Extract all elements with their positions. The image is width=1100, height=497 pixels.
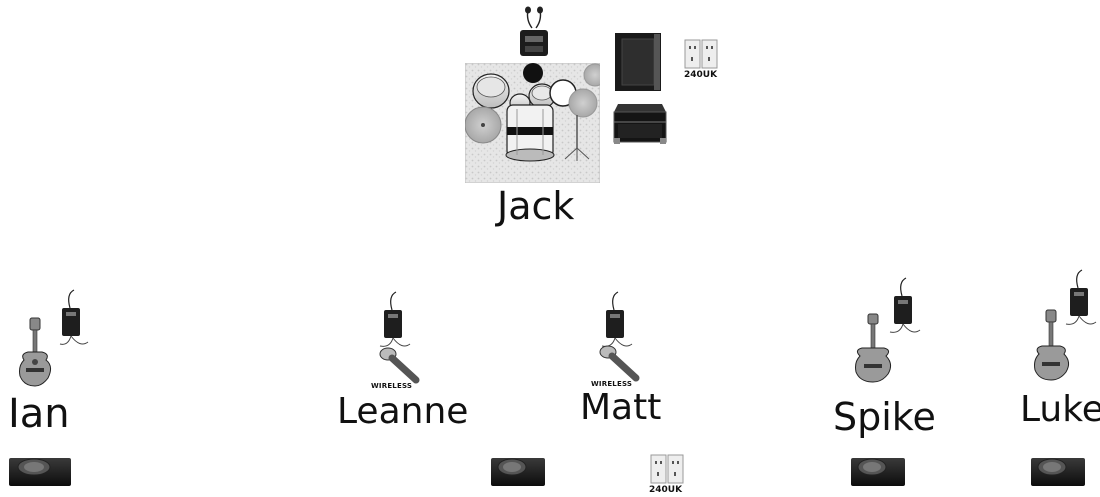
power-outlet-icon xyxy=(650,454,684,484)
wedge-monitor-icon xyxy=(9,458,71,486)
in-ear-monitor-icon xyxy=(520,6,548,56)
wedge-monitor-icon xyxy=(491,458,545,486)
bass-guitar-icon xyxy=(855,313,892,383)
bodypack-transmitter-icon xyxy=(379,291,411,347)
drummer-name: Jack xyxy=(497,184,575,228)
bodypack-transmitter-icon xyxy=(1065,269,1097,325)
bodypack-transmitter-icon xyxy=(889,277,921,333)
bodypack-transmitter-icon xyxy=(59,289,89,345)
bass-amp-cabinet-icon xyxy=(615,33,661,91)
flight-case-icon xyxy=(613,104,667,144)
guitar-icon xyxy=(19,317,52,387)
wireless-label: WIRELESS xyxy=(371,382,413,390)
wireless-microphone-icon xyxy=(599,345,640,382)
wedge-monitor-icon xyxy=(1031,458,1085,486)
musician-name: Luke xyxy=(1020,389,1100,430)
guitar-icon xyxy=(1034,309,1070,381)
musician-name: Spike xyxy=(833,395,936,439)
power-outlet-icon xyxy=(684,39,718,69)
bodypack-transmitter-icon xyxy=(601,291,633,347)
wireless-label: WIRELESS xyxy=(591,380,633,388)
outlet-label: 240UK xyxy=(684,70,718,80)
drum-kit-icon xyxy=(465,63,600,183)
musician-name: Ian xyxy=(8,391,70,437)
outlet-label: 240UK xyxy=(649,485,683,495)
wedge-monitor-icon xyxy=(851,458,905,486)
wireless-microphone-icon xyxy=(379,347,420,384)
musician-name: Leanne xyxy=(337,391,469,432)
musician-name: Matt xyxy=(580,387,662,428)
